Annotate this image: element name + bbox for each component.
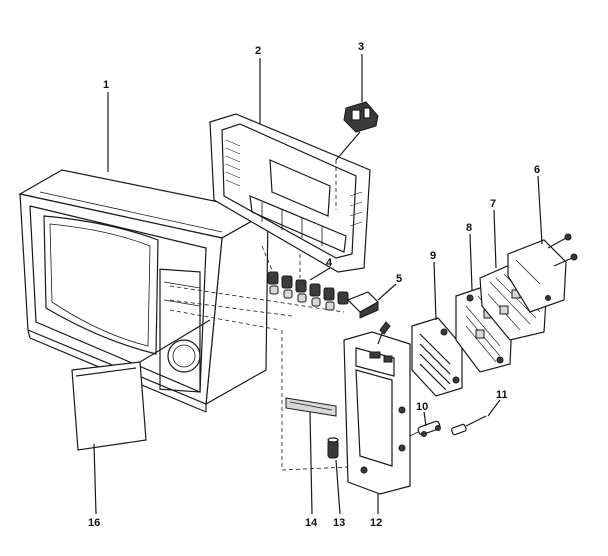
part-9-circuit-board: [411, 317, 463, 397]
callout-3: 3: [358, 41, 364, 53]
part-13-cylinder: [327, 437, 339, 459]
part-3-connector: [335, 101, 379, 210]
part-2-chassis-frame: [209, 113, 371, 273]
alignment-lines: [169, 285, 373, 471]
callout-6: 6: [534, 164, 540, 176]
callout-14: 14: [305, 517, 318, 529]
part-5-bracket: [346, 291, 379, 319]
callout-12: 12: [370, 517, 382, 529]
part-4-knob-row: [261, 245, 349, 311]
callout-1: 1: [103, 79, 109, 91]
part-11-component: [451, 415, 487, 436]
part-12-control-frame: [343, 321, 411, 495]
callout-8: 8: [466, 222, 472, 234]
part-6-shield-plate: [507, 233, 578, 313]
callout-labels: 1 2 3 4 5 6 7 8 9 10 11 12 13 14 16: [88, 41, 540, 529]
part-16-back-panel: [71, 319, 211, 451]
callout-4: 4: [326, 257, 333, 269]
part-14-escutcheon: [285, 397, 337, 417]
callout-7: 7: [490, 198, 496, 210]
callout-5: 5: [396, 273, 402, 285]
callout-10: 10: [416, 401, 428, 413]
leader-lines: [93, 54, 543, 515]
part-10-fuse: [409, 420, 441, 437]
callout-11: 11: [496, 389, 508, 401]
part-1-cabinet: [18, 169, 270, 413]
callout-9: 9: [430, 250, 436, 262]
callout-13: 13: [333, 517, 345, 529]
callout-2: 2: [255, 45, 261, 57]
callout-16: 16: [88, 517, 100, 529]
